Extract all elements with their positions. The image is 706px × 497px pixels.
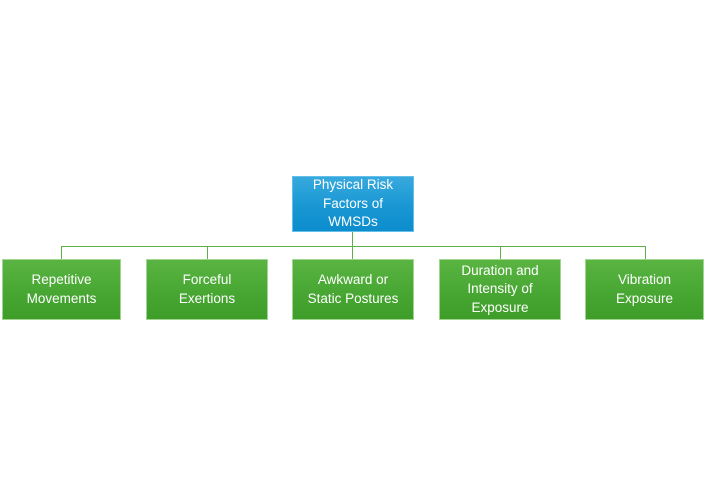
root-node-label: Physical Risk Factors of WMSDs (312, 177, 394, 230)
connector-stub-awkward-postures (352, 247, 353, 259)
child-node-vibration-exposure: Vibration Exposure (585, 259, 704, 320)
connector-stub-forceful-exertions (207, 247, 208, 259)
connector-stub-repetitive-movements (61, 247, 62, 259)
child-node-awkward-static-postures: Awkward or Static Postures (292, 259, 414, 320)
root-node-physical-risk-factors: Physical Risk Factors of WMSDs (292, 176, 414, 232)
child-node-label: Awkward or Static Postures (307, 272, 399, 306)
child-node-label: Forceful Exertions (178, 272, 236, 306)
connector-rail (61, 246, 646, 247)
connector-root-stem (352, 232, 353, 247)
connector-stub-duration-intensity (500, 247, 501, 259)
child-node-label: Repetitive Movements (26, 272, 97, 306)
child-node-label: Duration and Intensity of Exposure (461, 262, 539, 315)
child-node-repetitive-movements: Repetitive Movements (2, 259, 121, 320)
child-node-forceful-exertions: Forceful Exertions (146, 259, 268, 320)
child-node-label: Vibration Exposure (615, 272, 674, 306)
connector-stub-vibration-exposure (645, 247, 646, 259)
child-node-duration-intensity-exposure: Duration and Intensity of Exposure (439, 259, 561, 320)
